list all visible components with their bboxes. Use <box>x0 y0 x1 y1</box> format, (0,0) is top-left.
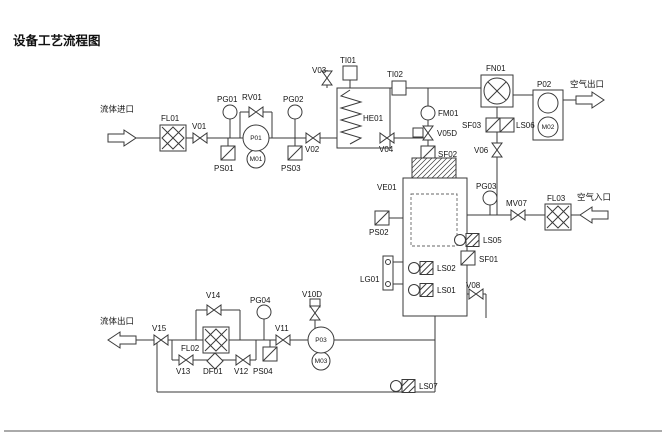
level-gauge-lg01 <box>382 255 394 291</box>
valve-v06 <box>491 142 503 158</box>
filter-fl01 <box>159 124 187 152</box>
pump-p02-motor-m02 <box>532 89 564 141</box>
label-air-outlet: 空气出口 <box>570 79 604 89</box>
level-switch-ls07 <box>389 379 416 393</box>
label-ls02: LS02 <box>437 264 456 273</box>
label-m01: M01 <box>250 156 263 163</box>
gauge-pg01 <box>222 104 238 120</box>
valve-v13 <box>178 354 194 366</box>
vessel-internal-basket <box>410 193 458 247</box>
temp-indicator-ti02 <box>391 80 407 96</box>
label-mv07: MV07 <box>506 199 527 208</box>
solenoid-valve-v10d <box>309 298 321 321</box>
label-ti02: TI02 <box>387 70 404 79</box>
fan-fn01 <box>480 74 514 108</box>
label-pg02: PG02 <box>283 95 304 104</box>
pressure-switch-ps03 <box>287 145 303 161</box>
label-rv01: RV01 <box>242 93 262 102</box>
label-lg01: LG01 <box>360 275 380 284</box>
valve-v08 <box>468 288 484 300</box>
label-ps02: PS02 <box>369 228 389 237</box>
filter-sf01 <box>460 250 476 266</box>
fluid-outlet-arrow <box>107 331 137 349</box>
label-ls06: LS06 <box>516 121 535 130</box>
fluid-inlet-arrow <box>107 129 137 147</box>
filter-sf03 <box>485 117 501 133</box>
valve-v12 <box>235 354 251 366</box>
gauge-pg04 <box>256 304 272 320</box>
air-inlet-arrow <box>579 206 609 224</box>
pressure-switch-ps02 <box>374 210 390 226</box>
label-air-inlet: 空气入口 <box>577 192 611 202</box>
label-ps04: PS04 <box>253 367 273 376</box>
filter-fl03 <box>544 203 572 231</box>
label-df01: DF01 <box>203 367 223 376</box>
filter-fl02 <box>202 326 230 354</box>
air-outlet-arrow <box>575 91 605 109</box>
page-title: 设备工艺流程图 <box>13 33 101 48</box>
label-ps03: PS03 <box>281 164 301 173</box>
label-fl02: FL02 <box>181 344 200 353</box>
label-v05d: V05D <box>437 129 457 138</box>
label-ls05: LS05 <box>483 236 502 245</box>
gauge-pg03 <box>482 190 498 206</box>
label-v02: V02 <box>305 145 320 154</box>
valve-v11 <box>275 334 291 346</box>
relief-valve-rv01 <box>248 106 264 118</box>
valve-v02 <box>305 132 321 144</box>
level-switch-ls06 <box>499 117 515 133</box>
label-p02: P02 <box>537 80 552 89</box>
pressure-switch-ps04 <box>262 346 278 362</box>
label-ps01: PS01 <box>214 164 234 173</box>
label-v08: V08 <box>466 281 481 290</box>
label-v12: V12 <box>234 367 249 376</box>
label-sf02: SF02 <box>438 150 458 159</box>
label-v10d: V10D <box>302 290 322 299</box>
label-ls01: LS01 <box>437 286 456 295</box>
valve-v15 <box>153 334 169 346</box>
level-switch-ls01 <box>407 283 434 297</box>
label-v06: V06 <box>474 146 489 155</box>
pressure-switch-ps01 <box>220 145 236 161</box>
label-v03: V03 <box>312 66 327 75</box>
label-m03: M03 <box>315 358 328 365</box>
valve-v14 <box>206 304 222 316</box>
flow-meter-fm01 <box>420 105 436 121</box>
label-v13: V13 <box>176 367 191 376</box>
label-pg04: PG04 <box>250 296 271 305</box>
label-v01: V01 <box>192 122 207 131</box>
label-v11: V11 <box>275 324 289 333</box>
label-sf03: SF03 <box>462 121 482 130</box>
label-pg01: PG01 <box>217 95 238 104</box>
label-p01: P01 <box>250 135 262 142</box>
valve-v01 <box>192 132 208 144</box>
level-switch-ls02 <box>407 261 434 275</box>
label-he01: HE01 <box>363 114 384 123</box>
label-ls07: LS07 <box>419 382 438 391</box>
label-pg03: PG03 <box>476 182 497 191</box>
label-fluid-outlet: 流体出口 <box>100 316 134 326</box>
gauge-pg02 <box>287 104 303 120</box>
manual-valve-mv07 <box>510 209 526 221</box>
label-fluid-inlet: 流体进口 <box>100 104 134 114</box>
label-fl01: FL01 <box>161 114 180 123</box>
label-ve01: VE01 <box>377 183 397 192</box>
solenoid-valve-v05d <box>412 125 434 141</box>
label-fn01: FN01 <box>486 64 506 73</box>
label-ti01: TI01 <box>340 56 357 65</box>
temp-indicator-ti01 <box>342 65 358 81</box>
label-v15: V15 <box>152 324 167 333</box>
level-switch-ls05 <box>453 233 480 247</box>
label-fl03: FL03 <box>547 194 566 203</box>
label-fm01: FM01 <box>438 109 459 118</box>
label-m02: M02 <box>542 124 555 131</box>
label-v14: V14 <box>206 291 221 300</box>
labels-layer: 设备工艺流程图 流体进口 空气出口 空气入口 流体出口 FL01 V01 PG0… <box>13 33 611 391</box>
label-sf01: SF01 <box>479 255 499 264</box>
label-v04: V04 <box>379 145 394 154</box>
label-p03: P03 <box>315 337 327 344</box>
drain-filter-df01 <box>206 352 224 370</box>
